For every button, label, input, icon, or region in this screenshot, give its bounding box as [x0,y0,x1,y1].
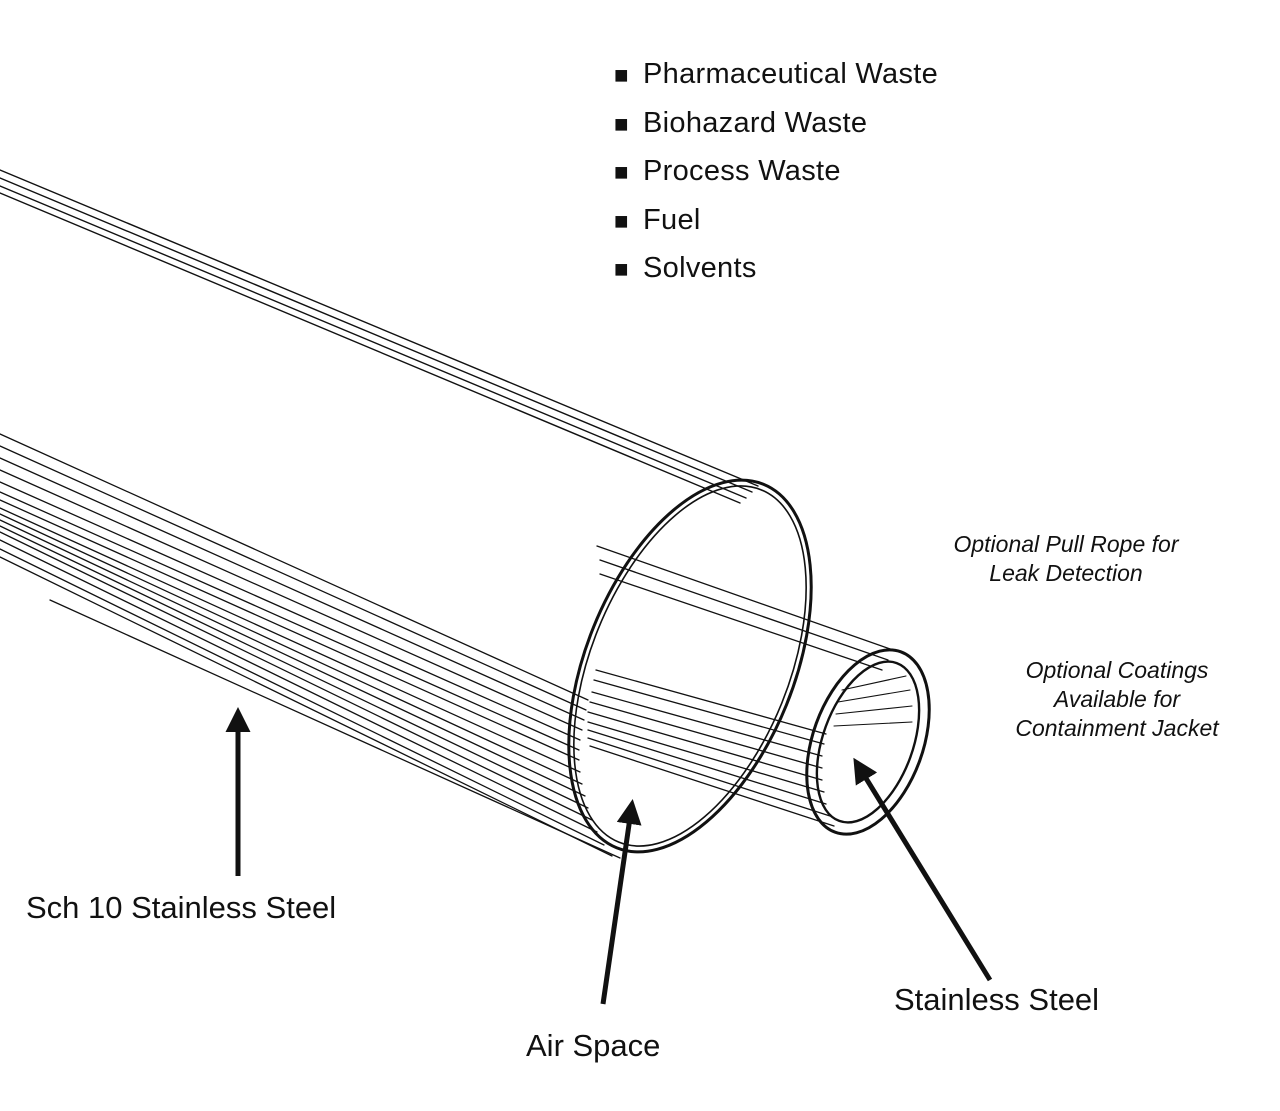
arrow-inner-pipe [853,757,993,982]
list-item: ■Biohazard Waste [614,99,938,148]
outer-pipe-label: Sch 10 Stainless Steel [26,890,337,925]
pull-rope-note: Optional Pull Rope for Leak Detection [953,531,1179,586]
waste-types-list: ■Pharmaceutical Waste ■Biohazard Waste ■… [614,50,938,293]
bullet-icon: ■ [614,110,629,138]
list-item: ■Solvents [614,244,938,293]
bullet-icon: ■ [614,62,629,89]
arrow-air-space [600,799,642,1005]
bullet-icon: ■ [614,207,629,235]
coatings-note: Optional Coatings Available for Containm… [1015,657,1219,741]
list-item: ■Pharmaceutical Waste [614,50,938,99]
inner-carrier-pipe [587,545,931,836]
list-item: ■Process Waste [614,147,938,196]
inner-pipe-label: Stainless Steel [894,982,1100,1017]
list-item: ■Fuel [614,196,938,245]
leader-arrows [225,707,993,1005]
outer-containment-pipe [0,169,813,859]
air-space-label: Air Space [526,1028,661,1063]
bullet-icon: ■ [614,256,629,283]
bullet-icon: ■ [614,159,629,186]
